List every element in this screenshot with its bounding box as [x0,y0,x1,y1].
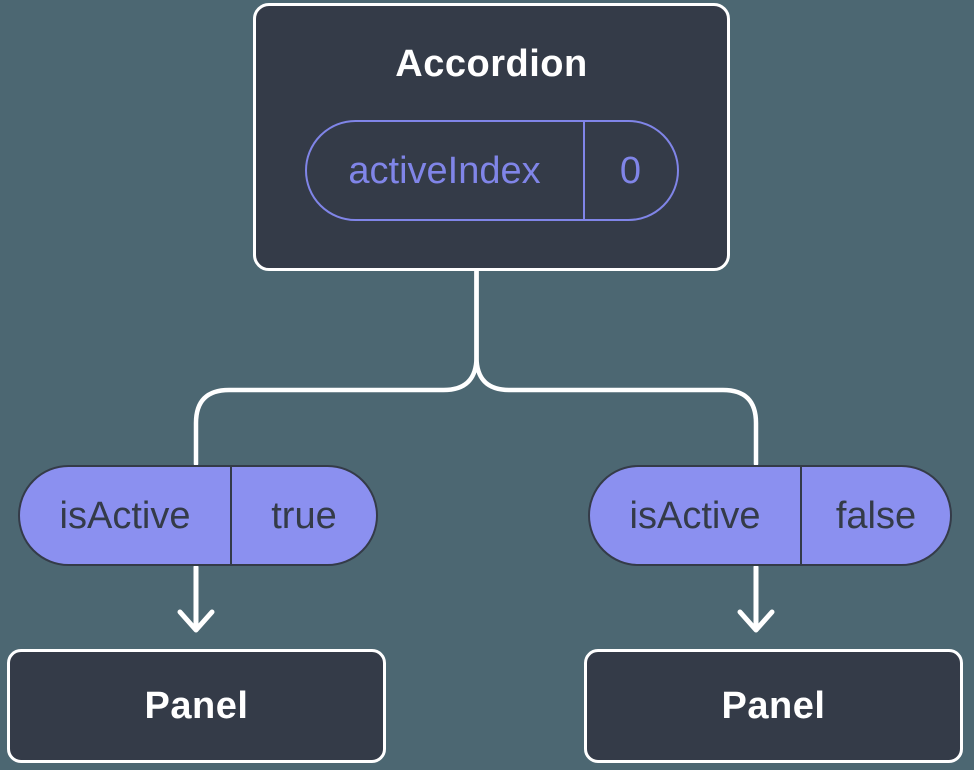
arrow-left-head-icon [177,609,215,633]
isactive-false-prop-pill: isActive false [588,465,952,566]
prop-name: isActive [590,467,802,564]
panel-node-left: Panel [7,649,386,763]
prop-value: false [835,494,917,537]
prop-name: isActive [20,467,232,564]
arrow-right-head-icon [737,609,775,633]
prop-value: 0 [619,149,642,192]
accordion-node: Accordion activeIndex 0 [253,3,730,271]
panel-node-right: Panel [584,649,963,763]
prop-name: activeIndex [307,122,585,219]
accordion-node-title: Accordion [395,43,588,85]
prop-value: true [271,494,337,537]
panel-node-title: Panel [721,684,826,727]
activeindex-prop-pill: activeIndex 0 [304,120,679,221]
isactive-true-prop-pill: isActive true [18,465,378,566]
connector-right-branch [474,267,759,467]
panel-node-title: Panel [144,684,249,727]
connector-left-branch [193,267,479,467]
